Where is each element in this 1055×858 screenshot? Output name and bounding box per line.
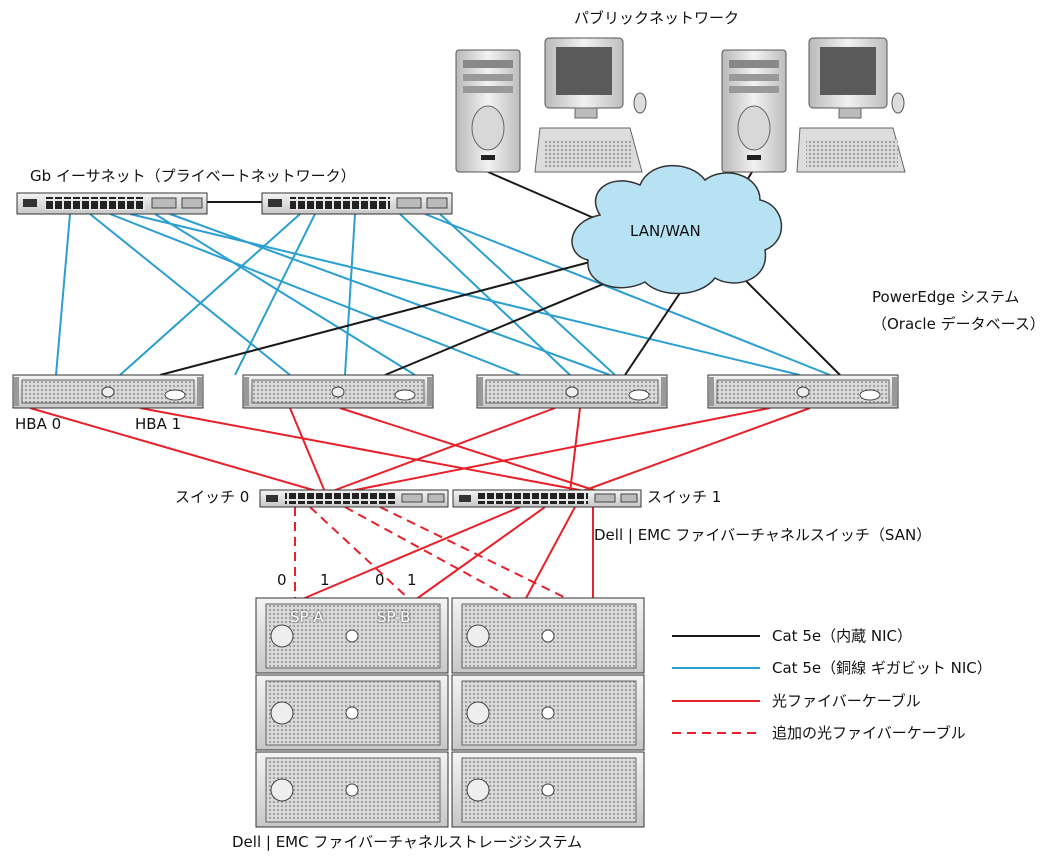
- legend-red-dashed-text: 追加の光ファイバーケーブル: [772, 724, 966, 742]
- storage-enclosure-icon: [255, 597, 645, 828]
- fc-switch-0: [259, 489, 449, 508]
- port-label: 1: [320, 571, 330, 589]
- network-switch-icon: [16, 192, 208, 215]
- port-label: 1: [407, 571, 417, 589]
- switch1-label: スイッチ 1: [647, 488, 722, 506]
- black-cables: [159, 171, 841, 376]
- hba1-label: HBA 1: [135, 415, 182, 433]
- legend-red-text: 光ファイバーケーブル: [772, 692, 921, 710]
- legend-blue-text: Cat 5e（銅線 ギガビット NIC）: [772, 659, 992, 677]
- legend: [672, 635, 760, 734]
- legend-black-text: Cat 5e（内蔵 NIC）: [772, 627, 912, 645]
- switch0-label: スイッチ 0: [175, 488, 250, 506]
- red-dashed-cables: [294, 506, 571, 601]
- fc-switch-1: [452, 489, 642, 508]
- server-icon: [707, 374, 899, 409]
- cloud-label: LAN/WAN: [630, 222, 701, 240]
- sp-b-label: SP-B: [377, 608, 411, 626]
- red-cables: [29, 407, 811, 601]
- desktop-computer-icon: [721, 37, 906, 173]
- cloud-icon: [571, 164, 782, 295]
- blue-cables: [55, 213, 831, 376]
- hba0-label: HBA 0: [15, 415, 62, 433]
- storage-label: Dell | EMC ファイバーチャネルストレージシステム: [232, 833, 583, 851]
- server-icon: [476, 374, 668, 409]
- port-label: 0: [375, 571, 385, 589]
- gb-ethernet-label: Gb イーサネット（プライベートネットワーク）: [30, 167, 356, 185]
- desktop-computer-icon: [455, 37, 647, 173]
- server-icon: [242, 374, 434, 409]
- port-label: 0: [277, 571, 287, 589]
- server-icon: [12, 374, 204, 409]
- poweredge-label: PowerEdge システム（Oracle データベース）: [872, 288, 1045, 333]
- fc-switch-label: Dell | EMC ファイバーチャネルスイッチ（SAN）: [594, 526, 932, 544]
- network-switch-icon: [261, 192, 453, 215]
- public-network-label: パブリックネットワーク: [574, 9, 740, 27]
- sp-a-label: SP-A: [290, 608, 324, 626]
